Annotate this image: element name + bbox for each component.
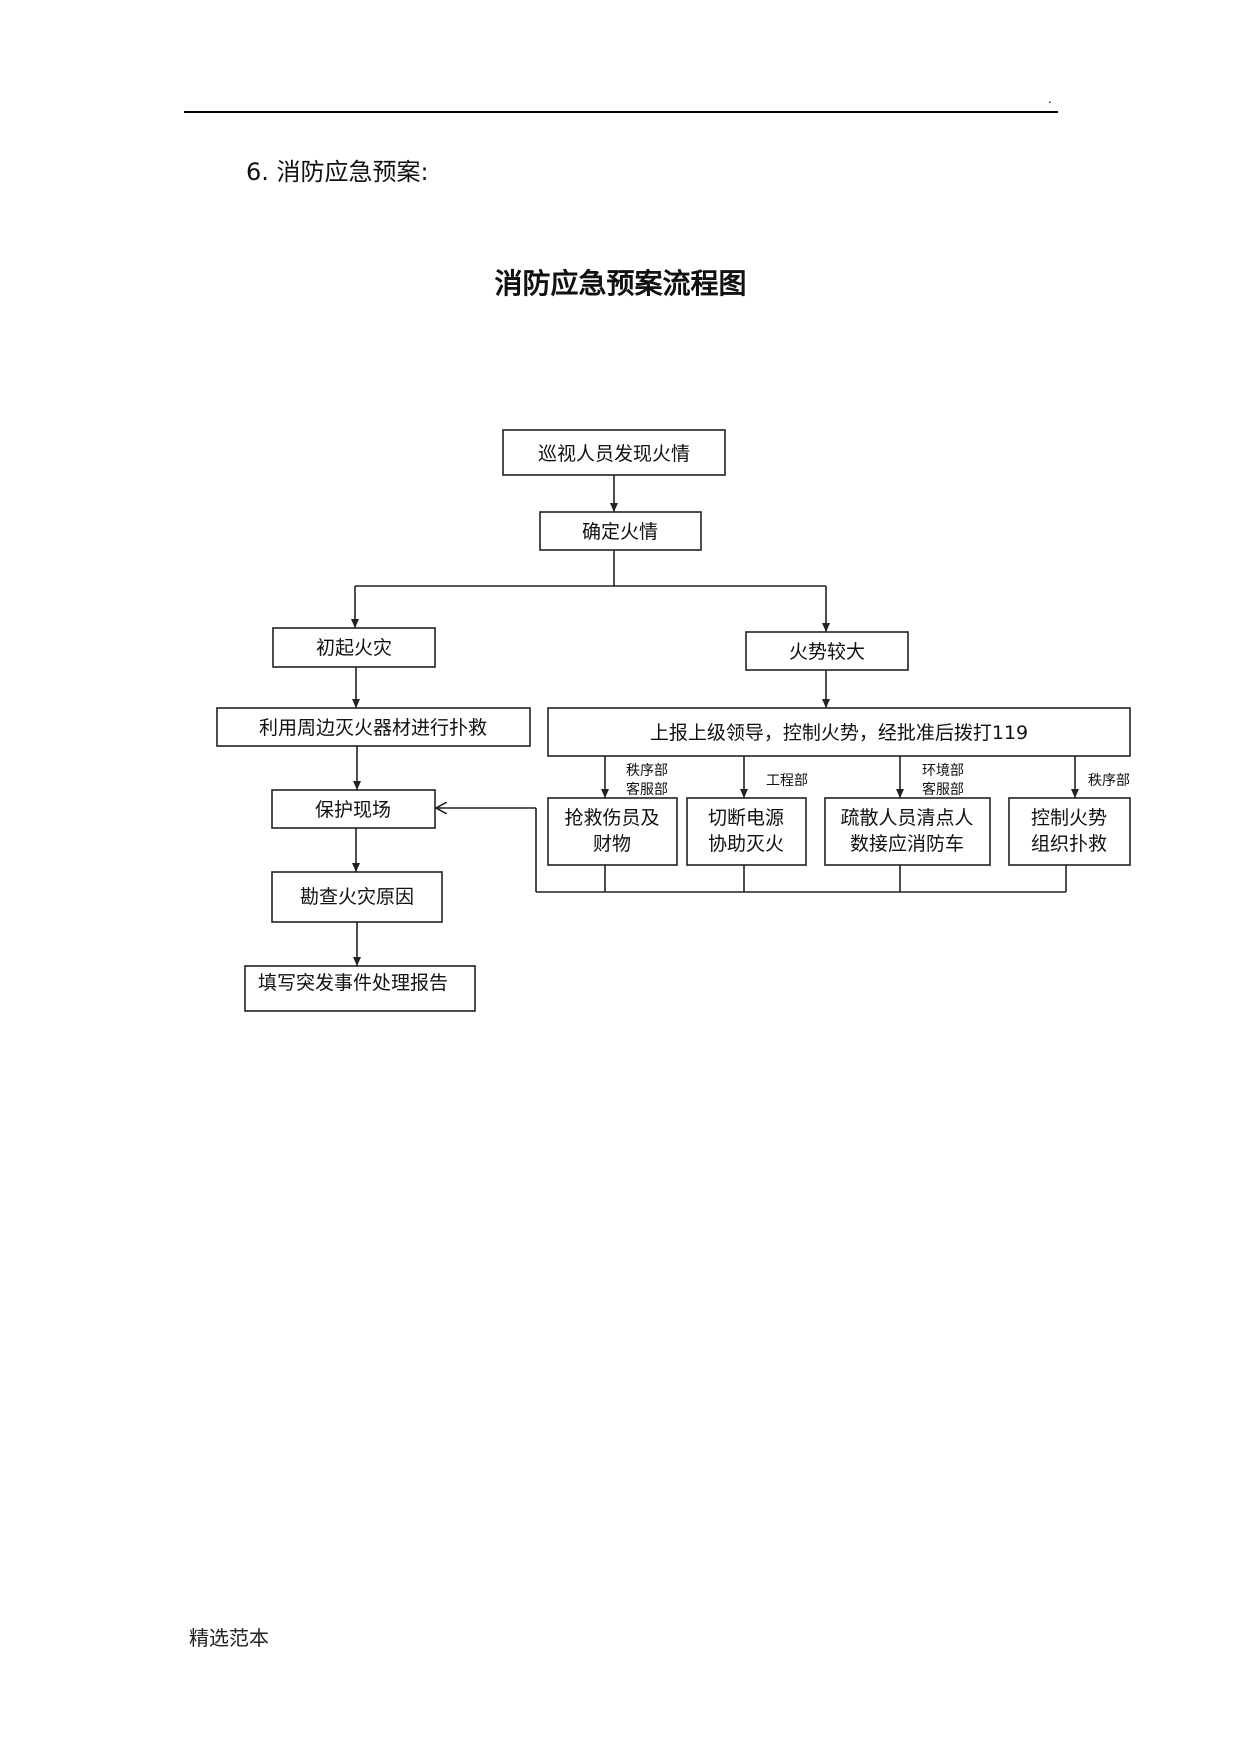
label-use-equipment: 利用周边灭火器材进行扑救: [259, 717, 487, 739]
section-heading: 6. 消防应急预案:: [246, 158, 429, 186]
box-big-fire: [745, 631, 909, 671]
label-cut-power-line2: 协助灭火: [708, 833, 784, 855]
box-fill-report: [244, 965, 476, 1012]
label-confirm: 确定火情: [582, 521, 658, 543]
dept-evacuate-line1: 环境部: [922, 763, 964, 779]
box-control: [1008, 797, 1131, 866]
label-cut-power-line1: 切断电源: [708, 807, 784, 829]
box-investigate: [271, 871, 443, 923]
label-big-fire: 火势较大: [789, 641, 865, 663]
label-discover: 巡视人员发现火情: [538, 443, 690, 465]
label-rescue-line1: 抢救伤员及: [564, 807, 659, 829]
flowchart-connectors: [351, 475, 1079, 966]
box-confirm: [539, 511, 702, 551]
box-use-equipment: [216, 707, 531, 747]
box-cut-power: [686, 797, 807, 866]
dept-control: 秩序部: [1088, 773, 1130, 789]
label-protect-scene: 保护现场: [315, 799, 391, 821]
box-evacuate: [824, 797, 991, 866]
box-discover: [502, 429, 726, 476]
footer-text: 精选范本: [189, 1626, 269, 1650]
header-rule: [184, 111, 1058, 113]
label-evacuate-line2: 数接应消防车: [850, 833, 964, 855]
label-evacuate-line1: 疏散人员清点人: [840, 807, 973, 829]
box-initial-fire: [272, 627, 436, 668]
dept-rescue-line2: 客服部: [626, 781, 668, 798]
box-protect-scene: [271, 789, 436, 829]
label-rescue-line2: 财物: [593, 833, 631, 855]
dept-rescue-line1: 秩序部: [626, 763, 668, 779]
dept-cut-power: 工程部: [766, 773, 808, 789]
dept-evacuate-line2: 客服部: [922, 781, 964, 798]
label-initial-fire: 初起火灾: [316, 637, 392, 659]
label-fill-report: 填写突发事件处理报告: [258, 972, 448, 994]
label-investigate: 勘查火灾原因: [300, 886, 414, 908]
label-control-line1: 控制火势: [1031, 807, 1107, 829]
label-report: 上报上级领导，控制火势，经批准后拨打119: [650, 722, 1028, 744]
box-report: [547, 707, 1131, 757]
box-rescue: [547, 797, 678, 866]
header-dot: .: [1048, 92, 1052, 107]
flowchart-title: 消防应急预案流程图: [494, 267, 747, 300]
label-control-line2: 组织扑救: [1031, 833, 1107, 855]
